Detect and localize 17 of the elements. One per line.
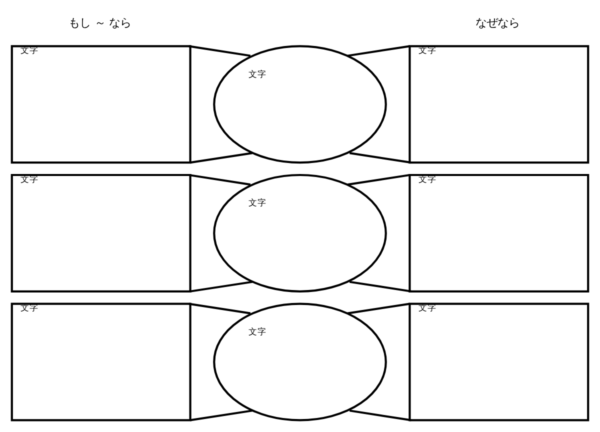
connector [190, 152, 252, 164]
node-ellipse: 文字 [213, 44, 387, 164]
connector [349, 409, 412, 421]
label: もし ～ なら [68, 14, 131, 29]
node-ellipse: 文字 [213, 302, 387, 421]
connector [188, 44, 251, 56]
connector [190, 280, 252, 292]
label: なぜなら [476, 14, 520, 29]
connector [348, 302, 410, 314]
connector [188, 173, 251, 186]
connector [349, 280, 412, 292]
node-ellipse: 文字 [213, 173, 387, 292]
connector [188, 302, 251, 314]
connector [349, 152, 412, 164]
connector [348, 44, 410, 56]
connector [190, 409, 252, 421]
connector [348, 173, 410, 186]
